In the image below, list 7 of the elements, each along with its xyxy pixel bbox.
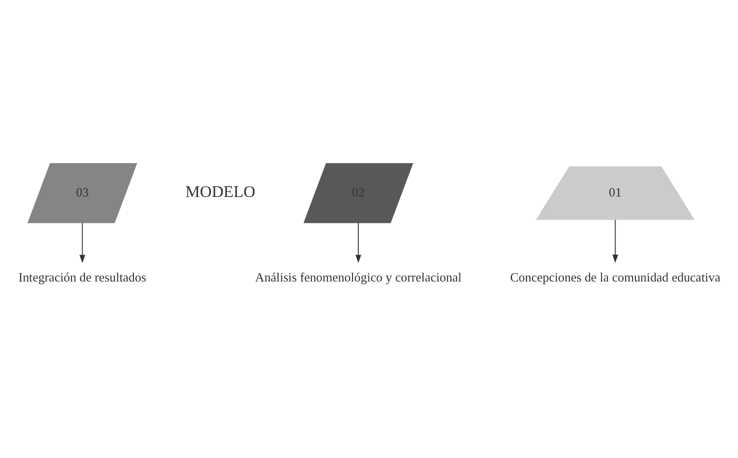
node-text: Análisis fenomenológico y correlacional xyxy=(255,270,462,284)
label: MODELO xyxy=(185,182,256,202)
arrow xyxy=(79,222,86,264)
node-text: Integración de resultados xyxy=(18,270,146,284)
arrow xyxy=(612,219,618,263)
node-text: Concepciones de la comunidad educativa xyxy=(510,270,720,284)
arrow xyxy=(355,222,362,264)
